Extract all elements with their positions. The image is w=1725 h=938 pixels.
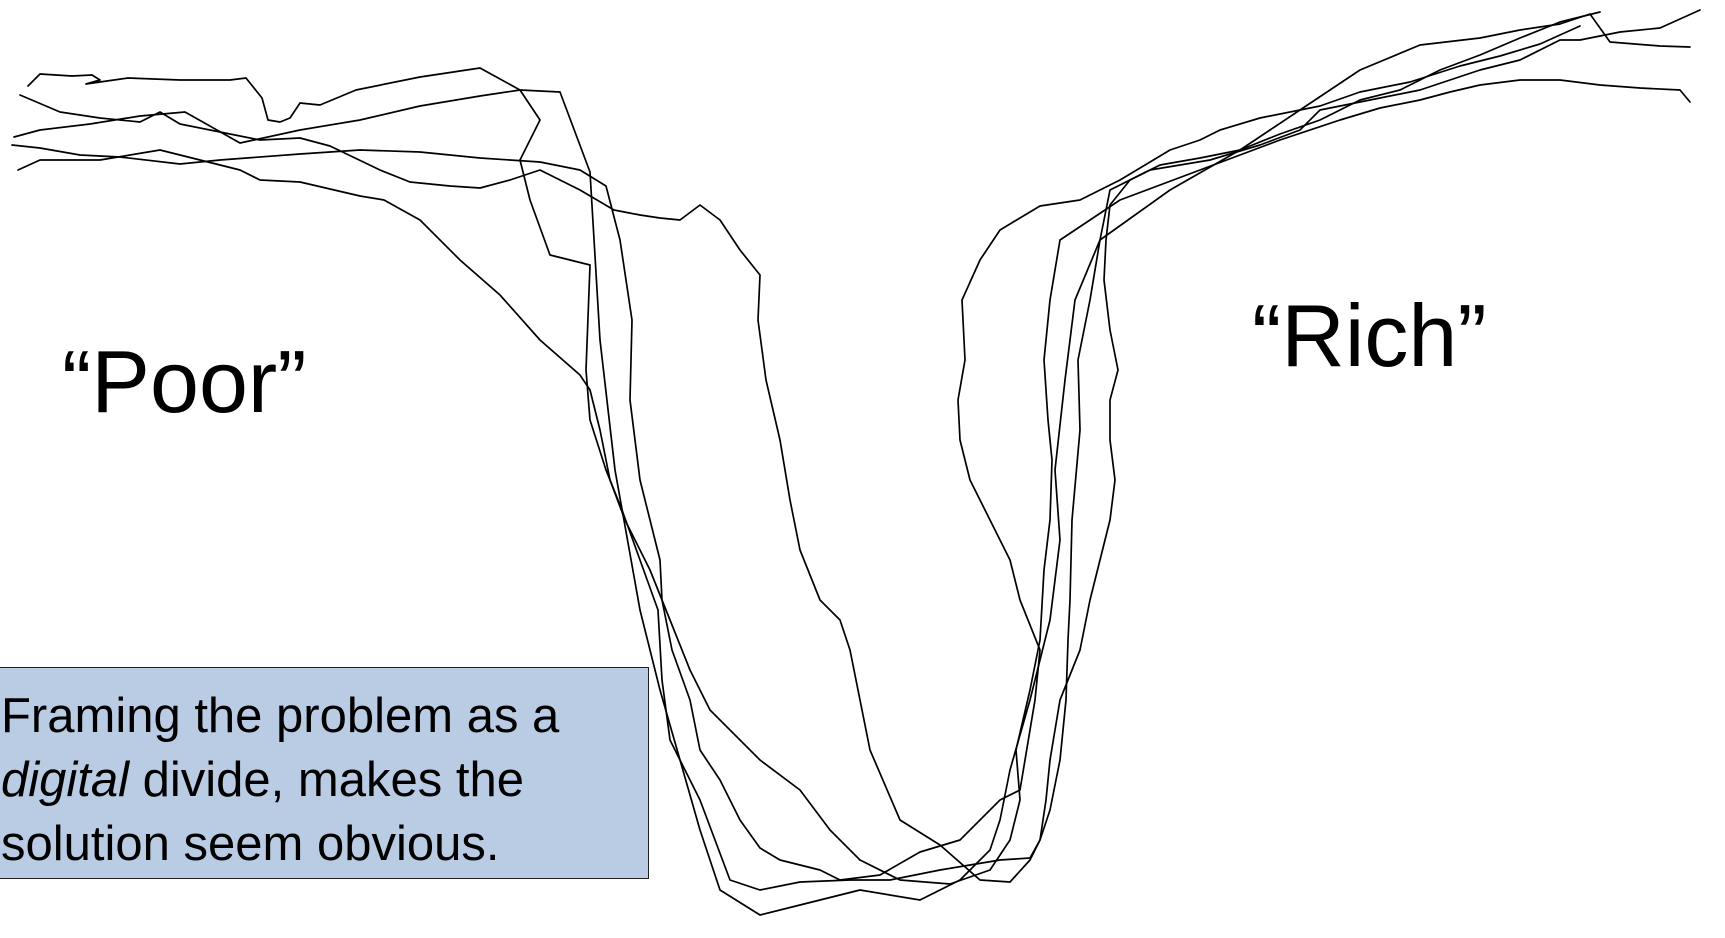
callout-line-2-rest: divide, makes the [129, 753, 524, 807]
callout-line-3: solution seem obvious. [1, 812, 648, 876]
callout-emphasis: digital [1, 753, 129, 807]
callout-line-2: digital divide, makes the [1, 748, 648, 812]
poor-label: “Poor” [62, 338, 307, 426]
callout-box: Framing the problem as a digital divide,… [0, 667, 649, 879]
callout-line-1: Framing the problem as a [1, 684, 648, 748]
rich-label: “Rich” [1252, 292, 1487, 380]
